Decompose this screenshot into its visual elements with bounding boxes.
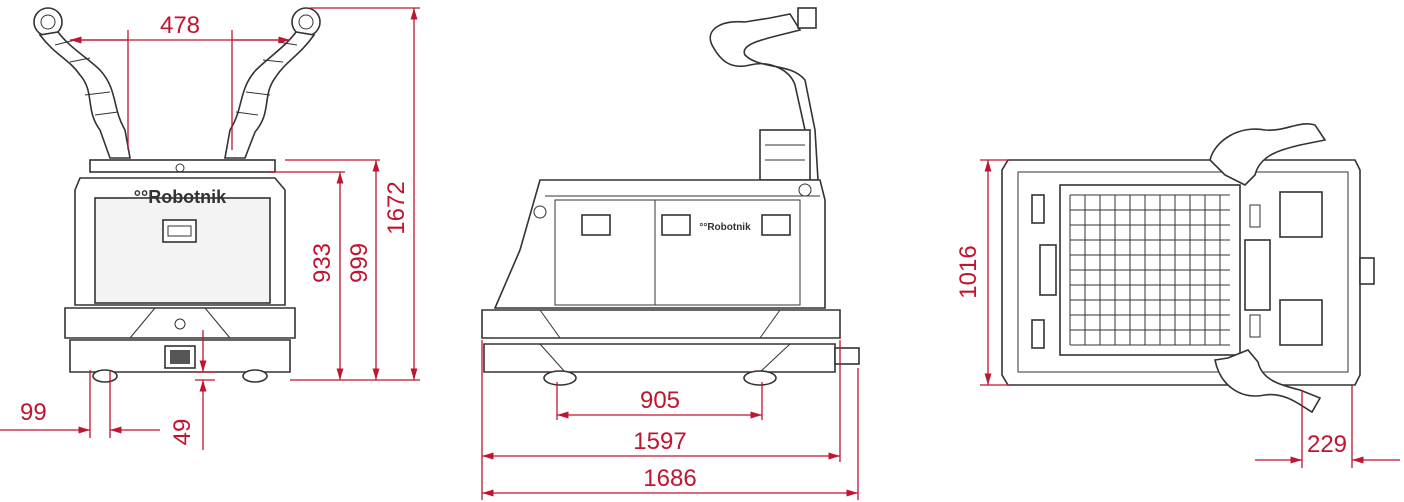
front-view: °°Robotnik xyxy=(33,7,321,383)
side-arm xyxy=(709,7,819,181)
side-dimensions: 905 1597 1686 xyxy=(481,340,859,500)
front-logo: °°Robotnik xyxy=(134,187,227,207)
dim-side-length-total: 1686 xyxy=(643,465,696,492)
top-grid xyxy=(1069,194,1230,346)
dim-top-arm-offset: 229 xyxy=(1307,431,1347,458)
top-view xyxy=(1001,123,1375,414)
dim-top-width: 1016 xyxy=(955,245,982,298)
dim-side-wheelbase: 905 xyxy=(640,387,680,414)
front-left-arm xyxy=(33,7,131,159)
dim-front-arm-spacing: 478 xyxy=(160,12,200,39)
front-right-arm xyxy=(224,7,321,159)
dim-side-length-body: 1597 xyxy=(633,428,686,455)
dim-front-height-body: 933 xyxy=(309,243,336,283)
front-dimensions: 478 933 999 1672 99 49 xyxy=(0,7,420,450)
dim-front-wheel-offset: 99 xyxy=(20,399,47,426)
top-dimensions: 1016 229 xyxy=(955,159,1400,468)
dim-front-height-top: 999 xyxy=(346,243,373,283)
side-logo: °°Robotnik xyxy=(699,222,751,233)
side-view: °°Robotnik xyxy=(481,7,860,386)
dim-front-height-total: 1672 xyxy=(383,181,410,234)
dim-front-ground-clearance: 49 xyxy=(169,419,196,446)
